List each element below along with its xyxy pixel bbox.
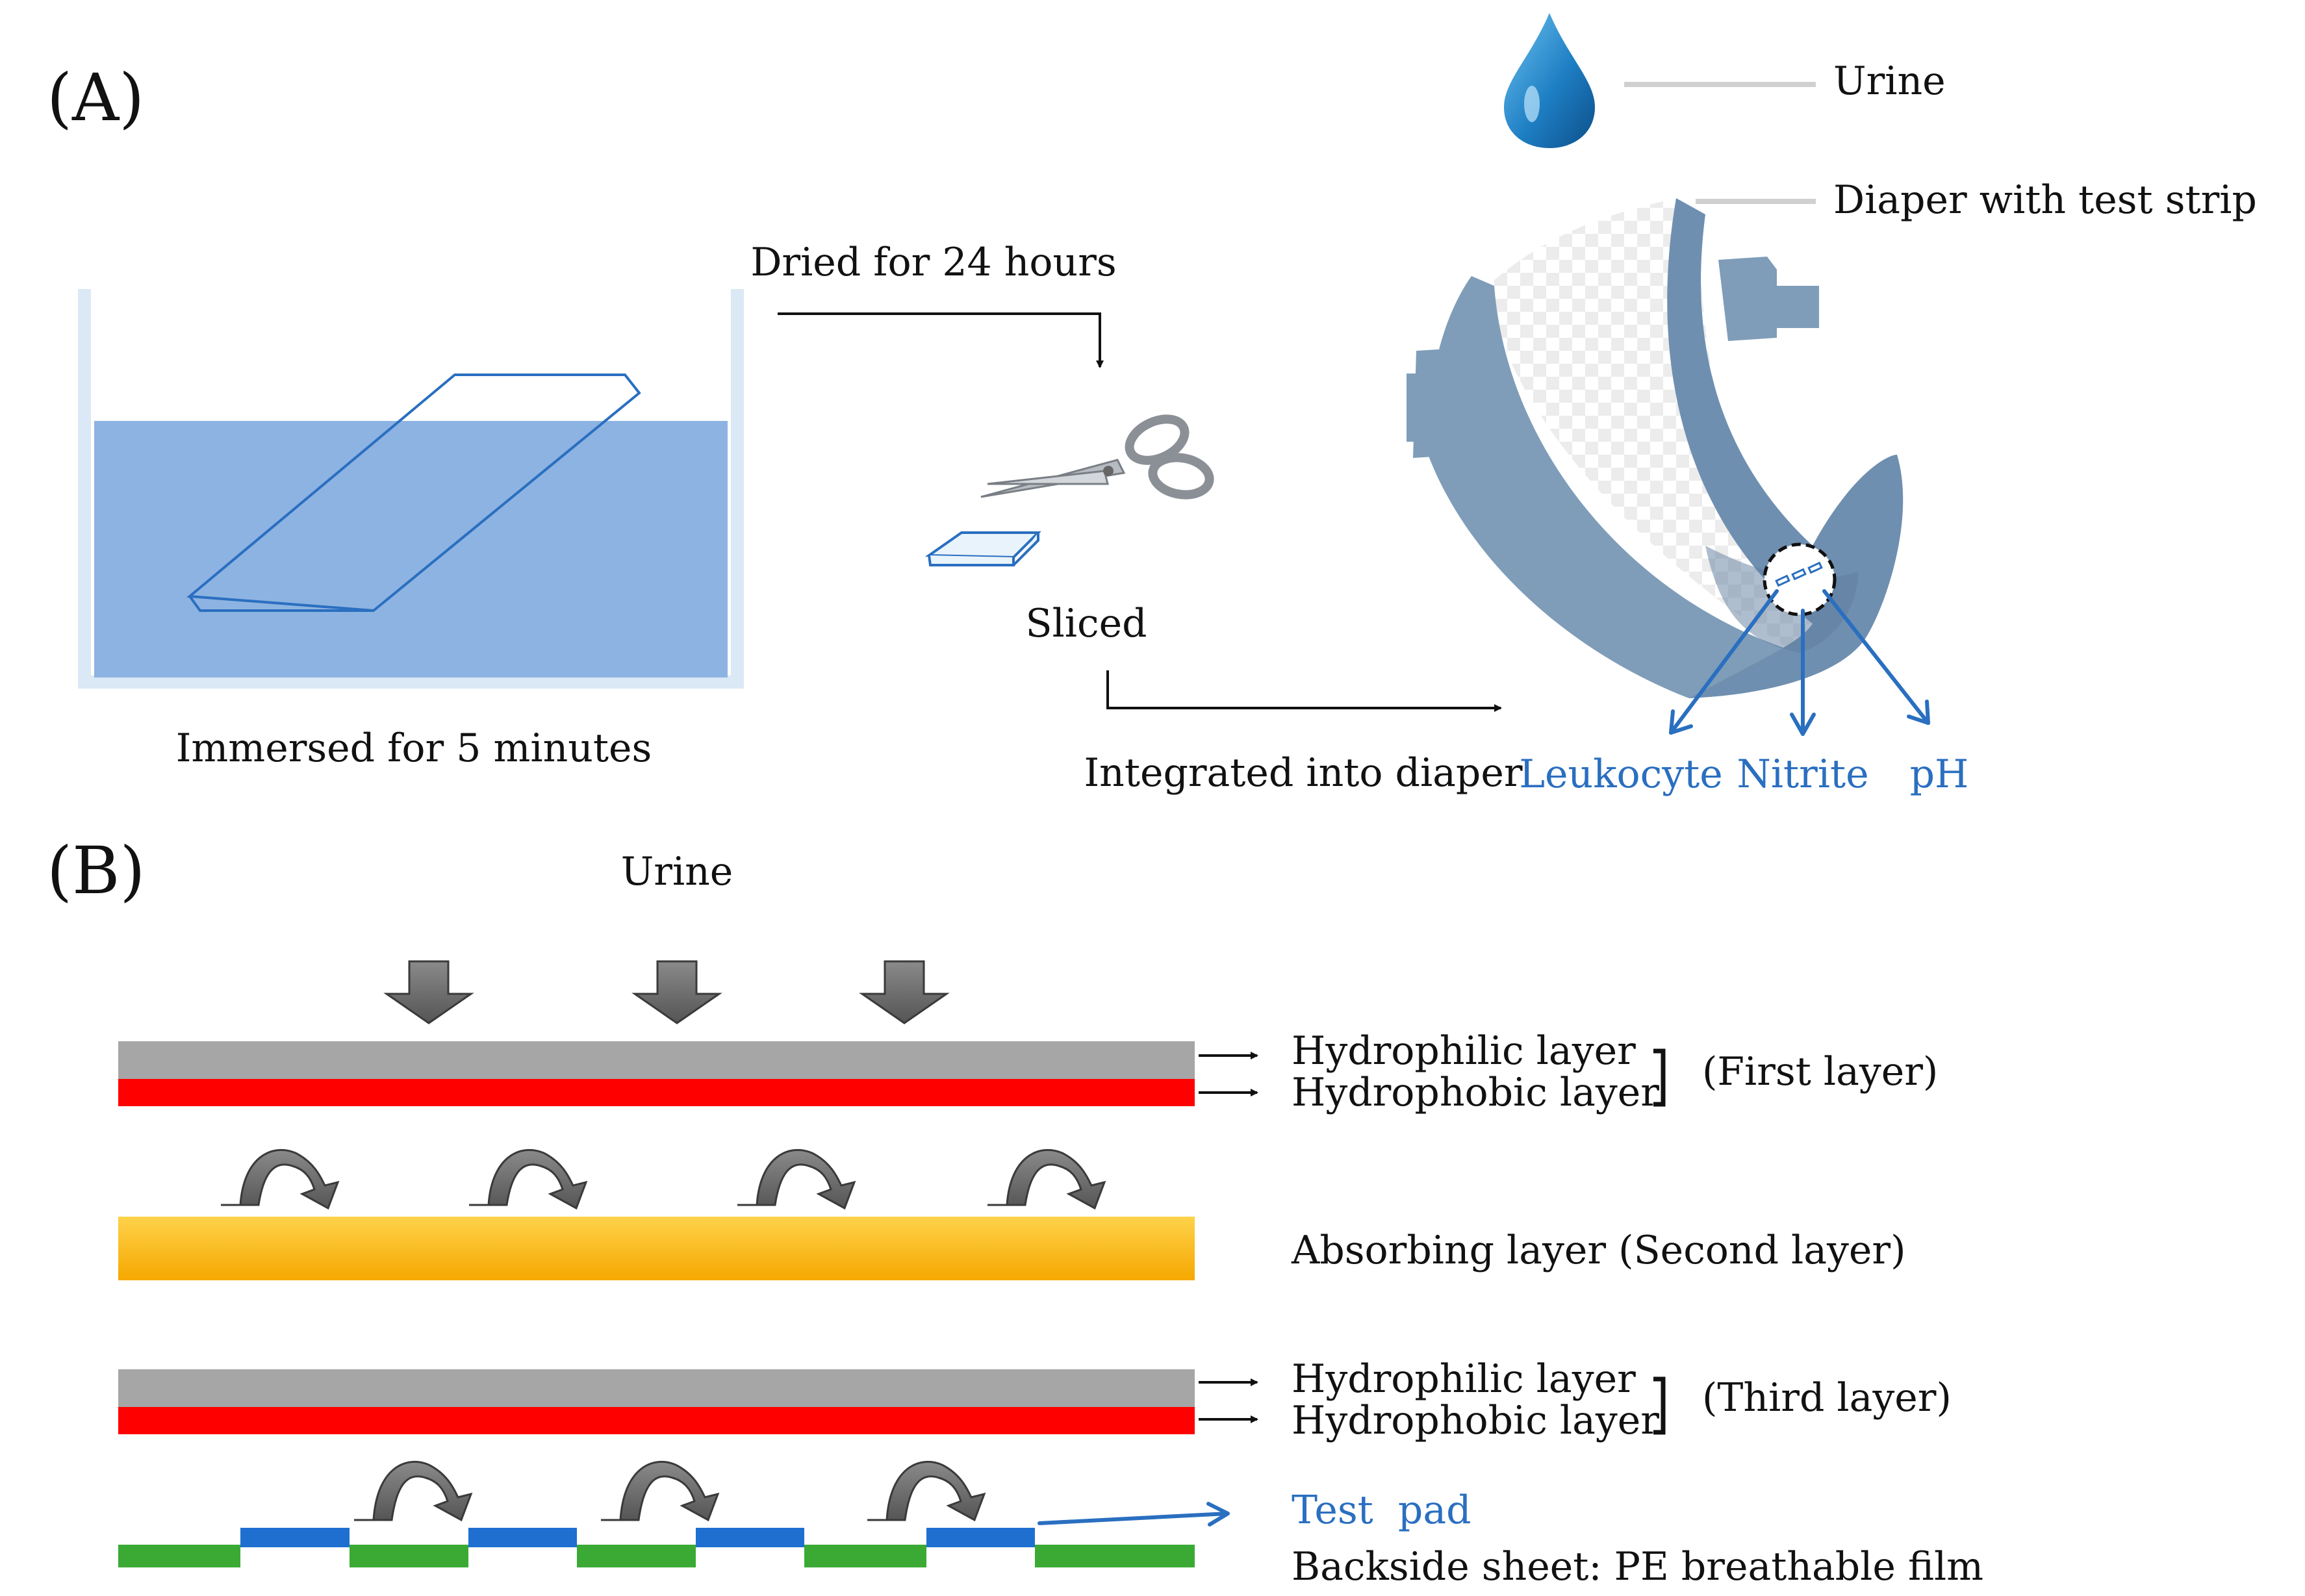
sliced-strip: [924, 531, 1041, 566]
beaker: [78, 289, 744, 689]
step-slice-label: Sliced: [1025, 601, 1147, 646]
panel-a-label: (A): [47, 60, 144, 136]
step-dry-label: Dried for 24 hours: [750, 240, 1116, 285]
third-layer-bracket: [1653, 1376, 1666, 1435]
third-hydrophilic-label: Hydrophilic layer: [1292, 1356, 1636, 1402]
curved-arrow: [987, 1148, 1106, 1210]
integrate-arrow: [1106, 670, 1502, 712]
layer-pointer-arrows: [1199, 1052, 1258, 1423]
step-integrate-label: Integrated into diaper: [1084, 750, 1522, 796]
water: [94, 421, 728, 678]
curved-arrow: [221, 1148, 340, 1210]
backside-sheet-label: Backside sheet: PE breathable film: [1292, 1544, 1983, 1590]
down-arrow: [859, 960, 950, 1024]
backside-sheet: [118, 1545, 1195, 1567]
curved-arrow: [354, 1461, 473, 1522]
analyte-ph: pH: [1910, 752, 1969, 797]
absorbing-layer: [118, 1217, 1195, 1280]
curved-arrows-lower: [354, 1461, 986, 1522]
scissors-icon: [980, 414, 1214, 500]
down-arrow: [383, 960, 474, 1024]
test-pad: [240, 1528, 350, 1547]
test-pad: [926, 1528, 1035, 1547]
analyte-nitrite: Nitrite: [1737, 752, 1868, 797]
diaper-illustration: [1407, 198, 1904, 698]
test-pads: [240, 1528, 1035, 1547]
curved-arrows-upper: [221, 1148, 1106, 1210]
test-strip-zoom-circle: [1763, 542, 1837, 616]
test-pad-pointer: [1038, 1502, 1230, 1526]
third-hydrophobic-label: Hydrophobic layer: [1292, 1398, 1659, 1443]
legend-diaper-label: Diaper with test strip: [1833, 177, 2257, 223]
test-pad: [696, 1528, 804, 1547]
test-pad-label: Test pad: [1292, 1488, 1471, 1533]
curved-arrow: [469, 1148, 588, 1210]
first-hydrophobic-label: Hydrophobic layer: [1292, 1070, 1659, 1115]
first-layer-bracket: [1653, 1048, 1666, 1107]
third-hydrophilic-layer: [118, 1369, 1195, 1407]
test-pad: [468, 1528, 577, 1547]
first-hydrophobic-layer: [118, 1079, 1195, 1106]
down-arrow: [631, 960, 722, 1024]
urine-drop-icon: [1504, 13, 1595, 148]
analyte-arrows: [1669, 589, 1930, 736]
analyte-leukocyte: Leukocyte: [1519, 752, 1723, 797]
curved-arrow: [737, 1148, 856, 1210]
third-layer-label: (Third layer): [1702, 1375, 1952, 1421]
urine-down-arrows: [383, 960, 950, 1024]
absorbing-layer-label: Absorbing layer (Second layer): [1291, 1228, 1906, 1273]
first-hydrophilic-label: Hydrophilic layer: [1292, 1028, 1636, 1074]
dry-arrow: [778, 312, 1104, 368]
urine-label-b: Urine: [621, 849, 733, 894]
immersed-strip: [186, 374, 641, 613]
third-hydrophobic-layer: [118, 1407, 1195, 1434]
step-immerse-label: Immersed for 5 minutes: [176, 726, 652, 771]
curved-arrow: [601, 1461, 720, 1522]
panel-b-label: (B): [47, 833, 146, 909]
first-layer-label: (First layer): [1702, 1049, 1938, 1095]
legend-urine-label: Urine: [1833, 58, 1946, 104]
first-hydrophilic-layer: [118, 1041, 1195, 1079]
curved-arrow: [867, 1461, 986, 1522]
